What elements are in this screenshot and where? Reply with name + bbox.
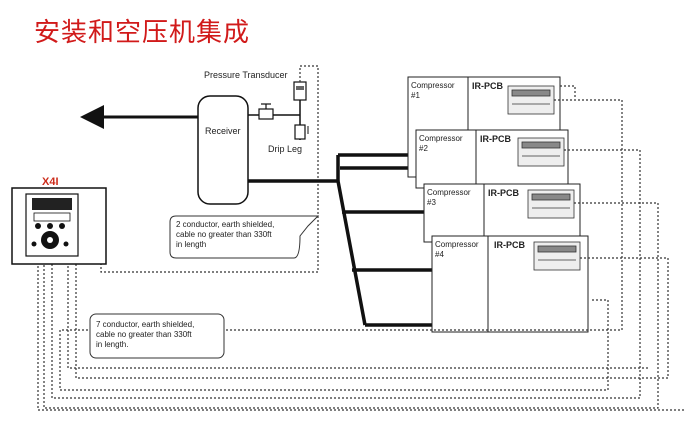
ir-pcb-label-1: IR-PCB	[472, 81, 503, 91]
drip-leg	[294, 124, 306, 140]
receiver-tank	[197, 95, 249, 205]
compressor-1-label: Compressor #1	[411, 81, 455, 100]
ir-pcb-label-2: IR-PCB	[480, 134, 511, 144]
control-cables	[37, 85, 684, 411]
receiver-label: Receiver	[205, 126, 241, 136]
valve	[258, 108, 274, 120]
drip-leg-label: Drip Leg	[268, 144, 303, 154]
x4i-controller	[11, 187, 107, 265]
x4i-label: X4I	[42, 176, 59, 188]
pressure-transducer	[293, 81, 307, 101]
pressure-transducer-label: Pressure Transducer	[204, 70, 288, 80]
ir-pcb-board-1	[507, 85, 555, 115]
compressor-4-label: Compressor #4	[435, 240, 479, 259]
sensor-note-bubble	[169, 215, 320, 259]
ir-pcb-label-4: IR-PCB	[494, 240, 525, 250]
ir-pcb-board-3	[527, 189, 575, 219]
compressor-3-label: Compressor #3	[427, 188, 471, 207]
control-note-bubble	[89, 313, 225, 359]
control-cable-note: 7 conductor, earth shielded, cable no gr…	[96, 320, 195, 349]
compressor-2-label: Compressor #2	[419, 134, 463, 153]
ir-pcb-board-2	[517, 137, 565, 167]
sensor-cable	[100, 65, 319, 273]
ir-pcb-label-3: IR-PCB	[488, 188, 519, 198]
ir-pcb-board-4	[533, 241, 581, 271]
sensor-cable-note: 2 conductor, earth shielded, cable no gr…	[176, 220, 275, 249]
page-title: 安装和空压机集成	[34, 18, 251, 48]
